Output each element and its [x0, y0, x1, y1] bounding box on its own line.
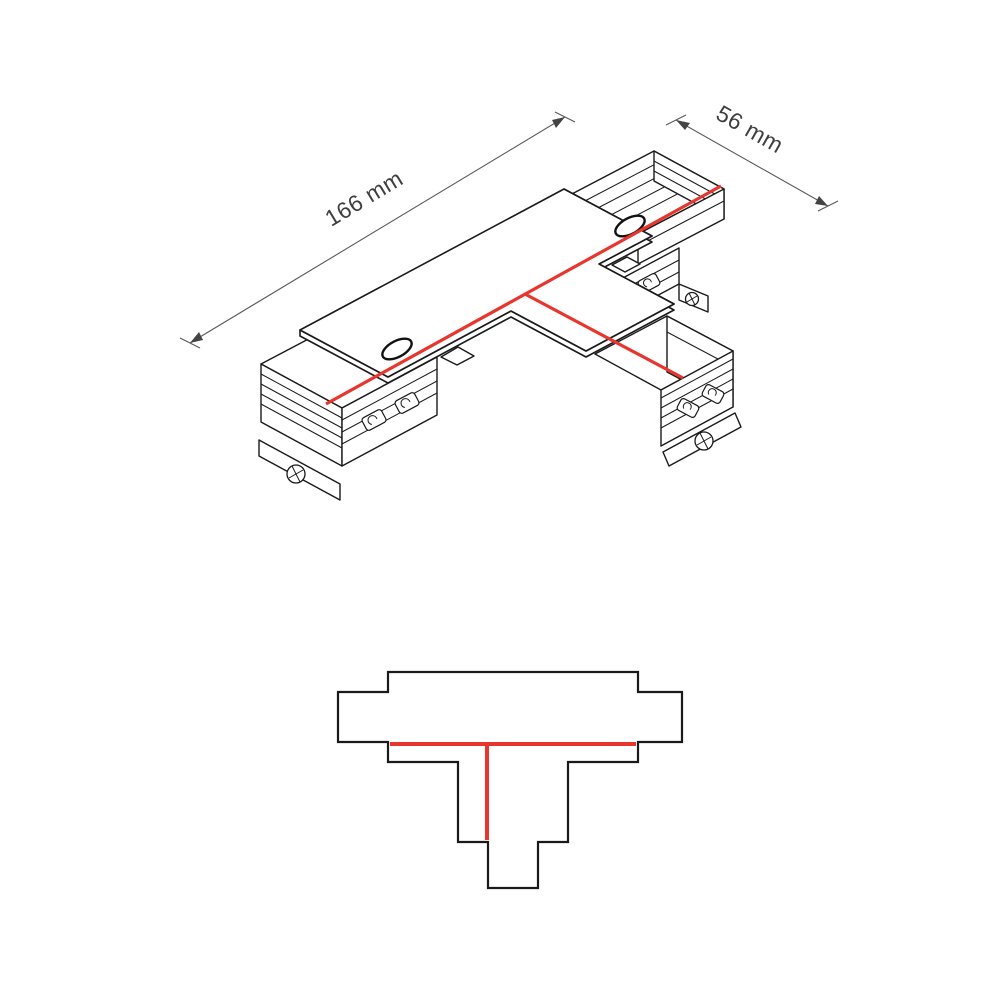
rail-front-face [637, 188, 725, 265]
stem-mounting-screw [694, 431, 714, 451]
terminal-clamp [394, 392, 420, 414]
left-mounting-screw [286, 464, 306, 484]
rail-grooves [580, 157, 707, 225]
conductor-branch-line [524, 292, 684, 380]
dimension-width-line [675, 119, 829, 207]
plate-hole-left [381, 337, 413, 361]
conductor-main-line [325, 184, 722, 406]
plate-top-face [299, 188, 675, 378]
top-cover-plate [299, 188, 675, 384]
isometric-view: 166 mm 56 mm [179, 100, 839, 501]
stem-connector-block [594, 315, 742, 467]
lock-clip-right [611, 256, 641, 273]
left-block-end-ribs [260, 373, 343, 449]
dimension-length-label: 166 mm [320, 165, 407, 232]
dimension-width-label: 56 mm [712, 100, 788, 158]
terminal-clamp [676, 398, 700, 418]
arrowhead-icon [815, 196, 828, 206]
lock-clip-left [440, 346, 475, 366]
terminal-clamp [701, 384, 725, 404]
conductor-path [325, 184, 722, 406]
right-block-screw [684, 291, 700, 307]
left-block-front-ribs [341, 368, 438, 445]
terminal-clamp [361, 409, 387, 431]
dimension-length-line [189, 116, 566, 344]
profile-view [336, 670, 684, 890]
right-track-rail [567, 150, 725, 265]
arrowhead-icon [552, 117, 565, 128]
arrowhead-icon [676, 120, 690, 130]
stem-end-ribs [660, 358, 734, 429]
profile-outline [336, 670, 684, 890]
rail-front-groove [637, 200, 725, 247]
arrowhead-icon [190, 332, 203, 343]
